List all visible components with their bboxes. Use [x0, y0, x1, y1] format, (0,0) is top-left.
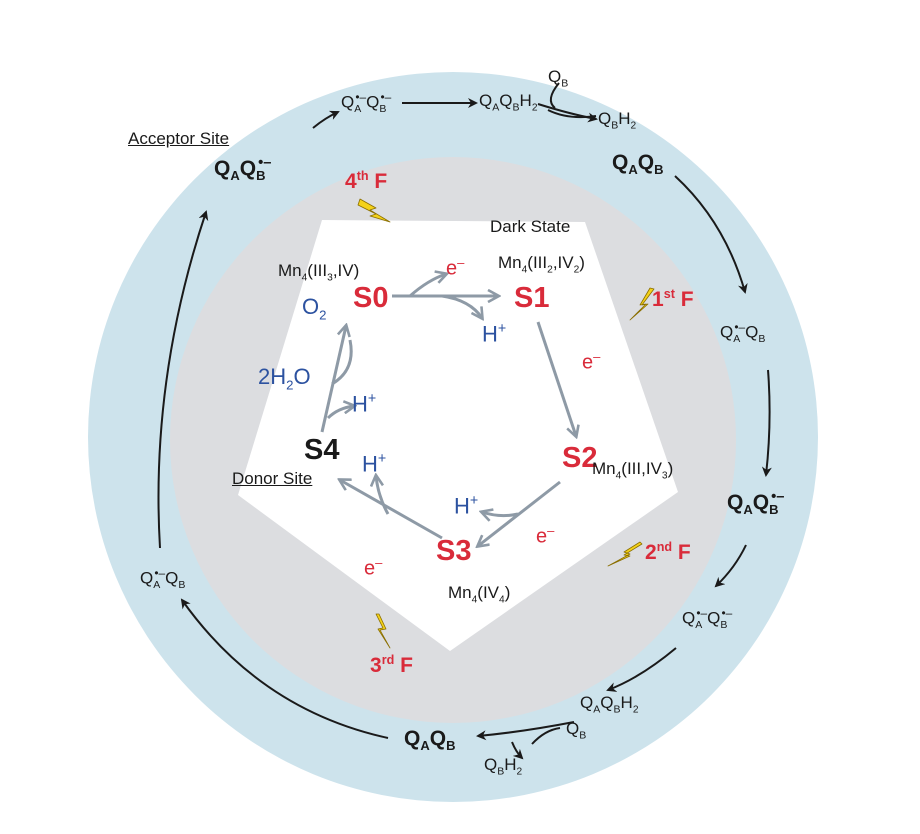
arrow-s4-h: [326, 406, 354, 420]
arrow-acc-qbh2-out: [547, 109, 597, 119]
electron-s0: e–: [446, 255, 465, 280]
arrow-acc-6: [714, 544, 747, 588]
arrow-acc-qbh2-down: [511, 741, 524, 760]
flash-2: 2nd F: [645, 540, 691, 564]
proton-s4: H+: [352, 391, 377, 417]
electron-s2: e–: [536, 523, 555, 548]
arrow-s3-s4: [340, 480, 443, 540]
water-substrate: 2H2O: [258, 364, 311, 393]
acceptor-chain-2: QAQBH2: [479, 91, 538, 114]
s2-state: S2: [562, 442, 598, 474]
acceptor-top-qbh2: QBH2: [598, 109, 637, 132]
arrow-acc-3: [537, 103, 598, 123]
donor-site-label: Donor Site: [232, 469, 313, 488]
arrow-acc-4: [674, 175, 748, 294]
flash-1: 1st F: [652, 287, 694, 311]
arrow-s2-s3: [478, 480, 561, 546]
arrow-s2-h: [482, 512, 519, 516]
acceptor-bottom-left-state: QAQB: [404, 727, 456, 754]
arrow-acc-qb-out: [531, 727, 561, 745]
acceptor-bottom-qb: QB: [566, 719, 587, 742]
lightning-icon: [375, 613, 391, 649]
s0-state: S0: [353, 282, 389, 314]
acceptor-top-left-state: QAQB•–: [214, 155, 272, 184]
proton-s2: H+: [454, 493, 479, 519]
electron-s3: e–: [364, 555, 383, 580]
acceptor-top-qb: QB: [548, 67, 569, 90]
arrow-s1-s2: [536, 321, 576, 436]
lightning-icon: [357, 198, 391, 223]
dark-state-label: Dark State: [490, 217, 571, 236]
s3-state: S3: [436, 535, 472, 567]
acceptor-right-1: QA•–QB: [720, 320, 766, 346]
arrow-acc-8: [476, 721, 575, 741]
o2-product: O2: [302, 294, 327, 323]
acceptor-right-2: QAQB•–: [727, 489, 785, 518]
s4-state: S4: [304, 434, 340, 466]
arrow-h2o-in: [331, 339, 353, 386]
arrow-s0-h: [441, 294, 482, 318]
proton-s0: H+: [482, 321, 507, 347]
s0-mn-state: Mn4(III3,IV): [278, 261, 360, 284]
flash-3: 3rd F: [370, 653, 413, 677]
acceptor-bottom-qbh2: QBH2: [484, 755, 523, 778]
acceptor-chain-1: QA•–QB•–: [341, 90, 392, 116]
arrow-s0-e: [409, 274, 446, 298]
acceptor-top-right-state: QAQB: [612, 151, 664, 178]
s3-mn-state: Mn4(IV4): [448, 583, 511, 606]
s1-state: S1: [514, 282, 550, 314]
s2-mn-state: Mn4(III,IV3): [592, 459, 674, 482]
lightning-icon: [629, 287, 655, 321]
acceptor-bottom-right: QAQBH2: [580, 693, 639, 716]
arrow-acc-5: [761, 369, 772, 477]
flash-4: 4th F: [345, 169, 388, 193]
lightning-icon: [607, 541, 643, 567]
arrow-acc-1: [312, 110, 340, 129]
arrow-acc-9: [180, 598, 389, 739]
acceptor-right-3: QA•–QB•–: [682, 606, 733, 632]
s1-mn-state: Mn4(III2,IV2): [498, 253, 585, 276]
arrow-s3-h: [376, 476, 390, 515]
acceptor-site-label: Acceptor Site: [128, 129, 230, 148]
proton-s3: H+: [362, 451, 387, 477]
arrow-acc-10: [157, 210, 209, 549]
electron-s1: e–: [582, 349, 601, 374]
arrow-acc-7: [606, 647, 677, 692]
arrow-s4-s0: [320, 326, 346, 433]
arrow-acc-qb-in: [549, 82, 560, 109]
acceptor-left: QA•–QB: [140, 566, 186, 592]
